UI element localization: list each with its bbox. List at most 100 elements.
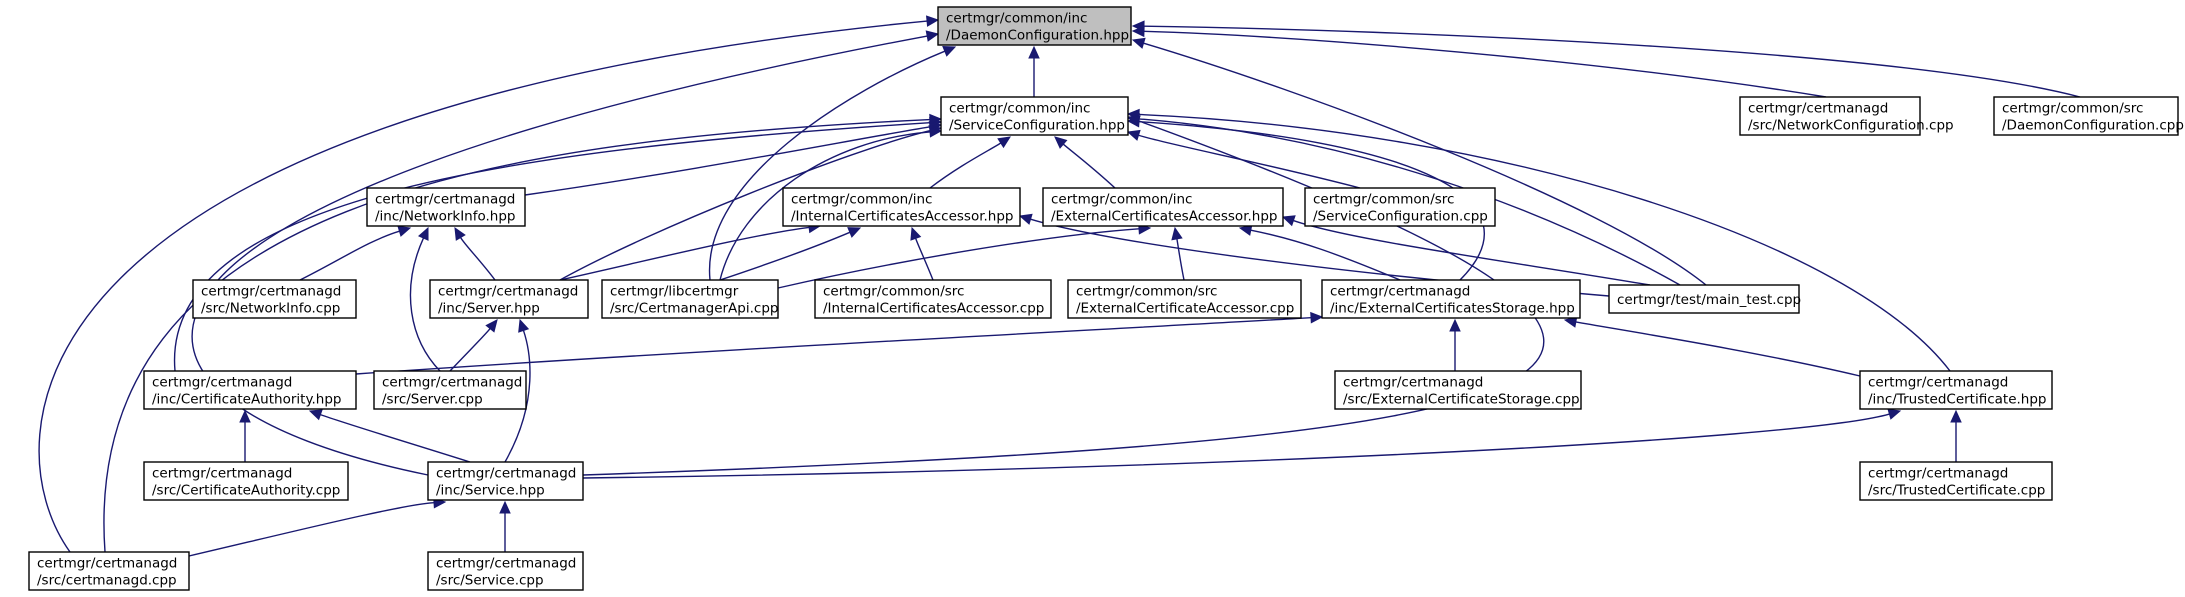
node-label-line: /ServiceConfiguration.cpp — [1313, 209, 1488, 225]
edge-extstor-to-extacc — [1250, 229, 1401, 281]
arrowhead-ca-to-extstor — [1310, 311, 1324, 324]
node-label-line: certmgr/common/src — [1076, 284, 1217, 300]
node-netcfgcpp[interactable]: certmgr/certmanagd/src/NetworkConfigurat… — [1739, 96, 1954, 136]
node-server[interactable]: certmgr/certmanagd/inc/Server.hpp — [429, 279, 589, 319]
arrowhead-svccfg-to-root — [1028, 45, 1040, 59]
edge-service-to-trusted — [582, 413, 1890, 479]
node-box — [1859, 370, 2053, 410]
node-box — [1334, 370, 1582, 410]
edge-ca-to-extstor — [355, 316, 1312, 375]
node-label-line: /src/Server.cpp — [382, 392, 483, 408]
node-trustedcpp[interactable]: certmgr/certmanagd/src/TrustedCertificat… — [1859, 461, 2053, 501]
node-label-line: certmgr/test/main_test.cpp — [1617, 292, 1801, 308]
node-label-line: certmgr/certmanagd — [152, 375, 292, 391]
edge-servercpp-to-server — [449, 328, 491, 372]
node-box — [1993, 96, 2179, 136]
node-extstorcpp[interactable]: certmgr/certmanagd/src/ExternalCertifica… — [1334, 370, 1582, 410]
node-label-line: /ExternalCertificatesAccessor.hpp — [1051, 209, 1278, 225]
edge-service-to-ca — [320, 413, 471, 463]
node-servicecpp[interactable]: certmgr/certmanagd/src/Service.cpp — [427, 551, 584, 591]
edge-trusted-to-extstor — [1575, 321, 1861, 377]
node-label-line: certmgr/certmanagd — [1748, 101, 1888, 117]
edge-maintest-to-extacc — [1293, 219, 1651, 286]
node-box — [427, 461, 584, 501]
node-box — [192, 279, 357, 319]
node-root[interactable]: certmgr/common/inc/DaemonConfiguration.h… — [937, 6, 1132, 46]
node-cacpp[interactable]: certmgr/certmanagd/src/CertificateAuthor… — [143, 461, 349, 501]
edge-libapi-to-svccfg — [719, 131, 931, 281]
node-service[interactable]: certmgr/certmanagd/inc/Service.hpp — [427, 461, 584, 501]
edge-extacccpp-to-extacc — [1176, 238, 1185, 281]
node-extacccpp[interactable]: certmgr/common/src/ExternalCertificateAc… — [1067, 279, 1302, 319]
node-svccfgcpp[interactable]: certmgr/common/src/ServiceConfiguration.… — [1304, 187, 1496, 227]
node-box — [366, 187, 526, 227]
node-label-line: /src/NetworkConfiguration.cpp — [1748, 118, 1954, 134]
node-extstor[interactable]: certmgr/certmanagd/inc/ExternalCertifica… — [1321, 279, 1581, 319]
node-box — [28, 551, 190, 591]
node-label-line: /inc/ExternalCertificatesStorage.hpp — [1330, 301, 1575, 317]
node-maintest[interactable]: certmgr/test/main_test.cpp — [1608, 284, 1801, 314]
node-box — [143, 461, 349, 501]
edge-servercpp-to-netinfo — [409, 237, 441, 372]
arrowhead-libapi-to-root — [942, 46, 957, 57]
node-label-line: certmgr/certmanagd — [1343, 375, 1483, 391]
edge-netinfo-to-svccfg — [524, 126, 931, 196]
arrowhead-extstor-to-extacc — [1238, 224, 1253, 236]
node-label-line: certmgr/certmanagd — [1868, 466, 2008, 482]
edge-certmanagdcpp-to-root — [38, 20, 928, 553]
arrowhead-servercpp-to-netinfo — [418, 226, 429, 241]
node-certmanagdcpp[interactable]: certmgr/certmanagd/src/certmanagd.cpp — [28, 551, 190, 591]
edge-intacc-to-svccfg — [929, 142, 1002, 189]
edge-server-to-svccfg — [559, 129, 931, 281]
node-label-line: /ExternalCertificateAccessor.cpp — [1076, 301, 1294, 317]
edge-layer — [38, 15, 2081, 557]
arrowhead-maintest-to-intacc — [1018, 213, 1033, 225]
arrowhead-extstorcpp-to-extstor — [1449, 318, 1461, 332]
edge-trusted-to-svccfg — [1138, 113, 1951, 372]
arrowhead-intacccpp-to-intacc — [910, 226, 922, 241]
arrowhead-maintest-to-root — [1131, 37, 1146, 49]
edge-extacc-to-svccfg — [1062, 143, 1116, 189]
node-box — [1304, 187, 1496, 227]
node-netinfo[interactable]: certmgr/certmanagd/inc/NetworkInfo.hpp — [366, 187, 526, 227]
node-box — [373, 370, 527, 410]
node-label-line: /src/TrustedCertificate.cpp — [1868, 483, 2045, 499]
edge-ca-to-svccfg — [173, 121, 931, 372]
arrowhead-service-to-svccfg — [1126, 115, 1141, 127]
node-layer: certmgr/common/inc/DaemonConfiguration.h… — [28, 6, 2184, 591]
node-trusted[interactable]: certmgr/certmanagd/inc/TrustedCertificat… — [1859, 370, 2053, 410]
arrowhead-trustedcpp-to-trusted — [1950, 409, 1962, 423]
node-label-line: /inc/TrustedCertificate.hpp — [1868, 392, 2047, 408]
node-daemoncfgcpp[interactable]: certmgr/common/src/DaemonConfiguration.c… — [1993, 96, 2184, 136]
edge-netinfocpp-to-netinfo — [299, 230, 400, 281]
arrowhead-service-to-root — [925, 30, 940, 42]
edge-certmanagdcpp-to-svccfg — [103, 118, 931, 553]
node-svccfg[interactable]: certmgr/common/inc/ServiceConfiguration.… — [940, 96, 1129, 136]
node-ca[interactable]: certmgr/certmanagd/inc/CertificateAuthor… — [143, 370, 357, 410]
arrowhead-certmanagdcpp-to-svccfg — [929, 113, 943, 126]
node-label-line: /src/certmanagd.cpp — [37, 573, 177, 589]
node-label-line: certmgr/common/inc — [946, 11, 1087, 27]
node-label-line: /ServiceConfiguration.hpp — [949, 118, 1125, 134]
arrowhead-extacccpp-to-extacc — [1171, 226, 1183, 241]
node-extacc[interactable]: certmgr/common/inc/ExternalCertificatesA… — [1042, 187, 1284, 227]
node-label-line: /DaemonConfiguration.hpp — [946, 28, 1129, 44]
node-intacc[interactable]: certmgr/common/inc/InternalCertificatesA… — [782, 187, 1021, 227]
edge-libapi-to-root — [708, 50, 946, 281]
node-servercpp[interactable]: certmgr/certmanagd/src/Server.cpp — [373, 370, 527, 410]
arrowhead-extacc-to-svccfg — [1054, 136, 1068, 149]
node-libapi[interactable]: certmgr/libcertmgr/src/CertmanagerApi.cp… — [601, 279, 779, 319]
node-label-line: /inc/CertificateAuthority.hpp — [152, 392, 342, 408]
arrowhead-netinfocpp-to-netinfo — [397, 225, 412, 237]
node-netinfocpp[interactable]: certmgr/certmanagd/src/NetworkInfo.cpp — [192, 279, 357, 319]
node-label-line: certmgr/certmanagd — [436, 466, 576, 482]
edge-certmanagdcpp-to-service — [188, 502, 435, 557]
node-label-line: /src/ExternalCertificateStorage.cpp — [1343, 392, 1580, 408]
node-box — [940, 96, 1129, 136]
node-label-line: /inc/Server.hpp — [438, 301, 540, 317]
node-box — [814, 279, 1052, 319]
node-box — [1859, 461, 2053, 501]
node-intacccpp[interactable]: certmgr/common/src/InternalCertificatesA… — [814, 279, 1052, 319]
edge-server-to-intacc — [559, 226, 810, 281]
